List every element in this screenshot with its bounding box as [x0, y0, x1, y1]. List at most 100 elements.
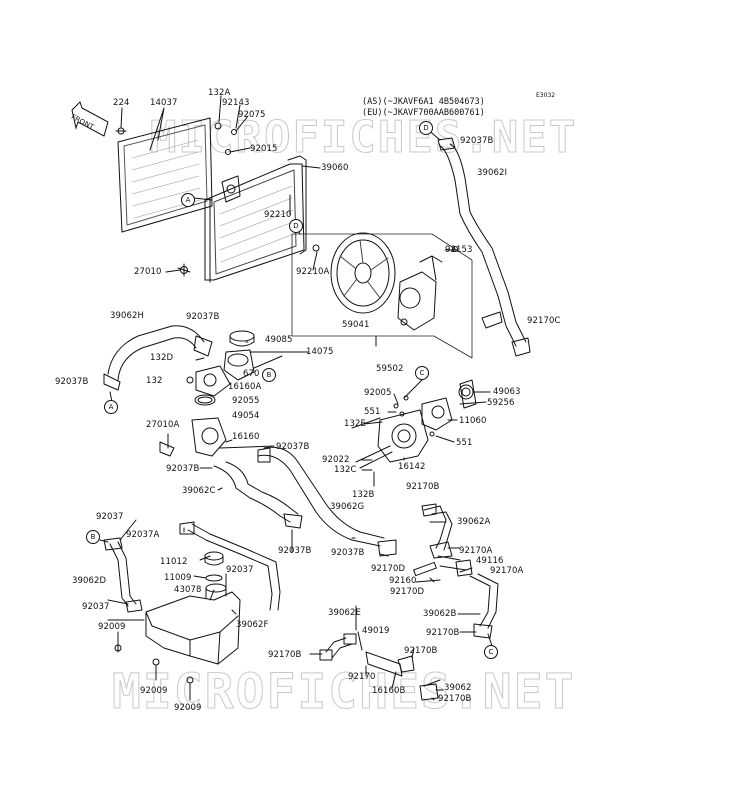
- part-label: 551: [364, 407, 381, 417]
- part-label: 49054: [232, 411, 260, 421]
- part-label: 92210: [264, 210, 292, 220]
- part-label: 92055: [232, 396, 260, 406]
- part-label: 92160: [389, 576, 417, 586]
- part-label: 16142: [398, 462, 426, 472]
- part-label: 49085: [265, 335, 293, 345]
- hose-39062c-part: [213, 461, 303, 529]
- radiator-cover-part: [117, 117, 213, 233]
- part-label: 92009: [98, 622, 126, 632]
- radiator-part: [204, 155, 307, 283]
- part-label: 92037: [82, 602, 110, 612]
- part-label: 49019: [362, 626, 390, 636]
- part-label: 16160: [232, 432, 260, 442]
- part-label: 92037B: [55, 377, 89, 387]
- part-label: 92037: [96, 512, 124, 522]
- part-label: 92005: [364, 388, 392, 398]
- part-label: 39062A: [457, 517, 491, 527]
- part-label: 39060: [321, 163, 349, 173]
- part-label: 92009: [140, 686, 168, 696]
- part-label: 39062G: [330, 502, 365, 512]
- hose-39062a-part: [413, 503, 473, 583]
- hose-39062g-part: [257, 446, 397, 557]
- marker-c-pump: C: [415, 366, 429, 380]
- part-label: 39062D: [72, 576, 107, 586]
- part-label: 14075: [306, 347, 334, 357]
- part-label: 551: [456, 438, 473, 448]
- part-label: 49116: [476, 556, 504, 566]
- part-label: 39062I: [477, 168, 508, 178]
- marker-b-thermostat: B: [262, 368, 276, 382]
- part-label: 43078: [174, 585, 202, 595]
- part-label: 16160A: [228, 382, 262, 392]
- part-label: 39062F: [236, 620, 269, 630]
- part-label: 92170D: [390, 587, 425, 597]
- front-direction-icon: [71, 101, 109, 137]
- part-label: 132C: [334, 465, 357, 475]
- part-label: 16160B: [372, 686, 406, 696]
- part-label: 59502: [376, 364, 404, 374]
- part-label: 92037B: [331, 548, 365, 558]
- part-label: 39062H: [110, 311, 145, 321]
- part-label: 92170B: [404, 646, 438, 656]
- part-label: 11012: [160, 557, 188, 567]
- part-label: 11009: [164, 573, 192, 583]
- marker-c-bottom: C: [484, 645, 498, 659]
- part-label: 92037B: [186, 312, 220, 322]
- part-label: 92210A: [296, 267, 330, 277]
- part-label: 92037A: [126, 530, 160, 540]
- marker-d-fan: D: [289, 219, 303, 233]
- part-label: 224: [113, 98, 130, 108]
- marker-d-hose: D: [419, 121, 433, 135]
- part-label: 39062E: [328, 608, 362, 618]
- thermostat-housing-part: [159, 330, 255, 457]
- part-label: 92143: [222, 98, 250, 108]
- marker-a-left: A: [104, 400, 118, 414]
- part-label: 92170: [348, 672, 376, 682]
- marker-b-tank: B: [86, 530, 100, 544]
- part-label: 132A: [208, 88, 231, 98]
- hose-39062f-part: [179, 521, 281, 611]
- part-label: 92170D: [371, 564, 406, 574]
- diagram-code: E3032: [536, 92, 556, 99]
- watermark-top: MICROFICHES.NET: [149, 112, 578, 164]
- reserve-tank-part: [114, 551, 241, 701]
- hose-39062i-part: [437, 137, 531, 357]
- part-label: 59256: [487, 398, 515, 408]
- part-label: 92037B: [276, 442, 310, 452]
- part-label: 92015: [250, 144, 278, 154]
- part-label: 92037B: [278, 546, 312, 556]
- part-label: 11060: [459, 416, 487, 426]
- serial-range-as: (AS)(~JKAVF6A1 4B504673): [362, 97, 485, 107]
- part-label: 92037B: [460, 136, 494, 146]
- part-label: 132: [146, 376, 163, 386]
- hose-39062e-part: [319, 633, 441, 701]
- water-pump-part: [351, 379, 477, 469]
- hose-39062d-part: [103, 537, 143, 613]
- part-label: 27010A: [146, 420, 180, 430]
- serial-range-eu: (EU)(~JKAVF700AAB600761): [362, 108, 485, 118]
- part-label: 39062C: [182, 486, 216, 496]
- hose-39062h-part: [103, 325, 213, 391]
- part-label: 670: [243, 369, 260, 379]
- part-label: 39062B: [423, 609, 457, 619]
- watermark-bottom: MICROFICHES.NET: [111, 664, 576, 721]
- part-label: 27010: [134, 267, 162, 277]
- part-label: 14037: [150, 98, 178, 108]
- part-label: 92037: [226, 565, 254, 575]
- part-label: 92153: [445, 245, 473, 255]
- part-label: 92170B: [268, 650, 302, 660]
- part-label: 132E: [344, 419, 366, 429]
- cooling-fan-part: [291, 232, 473, 359]
- part-label: 92170B: [426, 628, 460, 638]
- part-label: 92022: [322, 455, 350, 465]
- part-label: 92170B: [438, 694, 472, 704]
- part-label: 92009: [174, 703, 202, 713]
- marker-a-top: A: [181, 193, 195, 207]
- part-label: 59041: [342, 320, 370, 330]
- part-label: 92170C: [527, 316, 561, 326]
- hose-39062b-part: [469, 573, 499, 639]
- part-label: 49063: [493, 387, 521, 397]
- part-label: 92075: [238, 110, 266, 120]
- part-label: 39062: [444, 683, 472, 693]
